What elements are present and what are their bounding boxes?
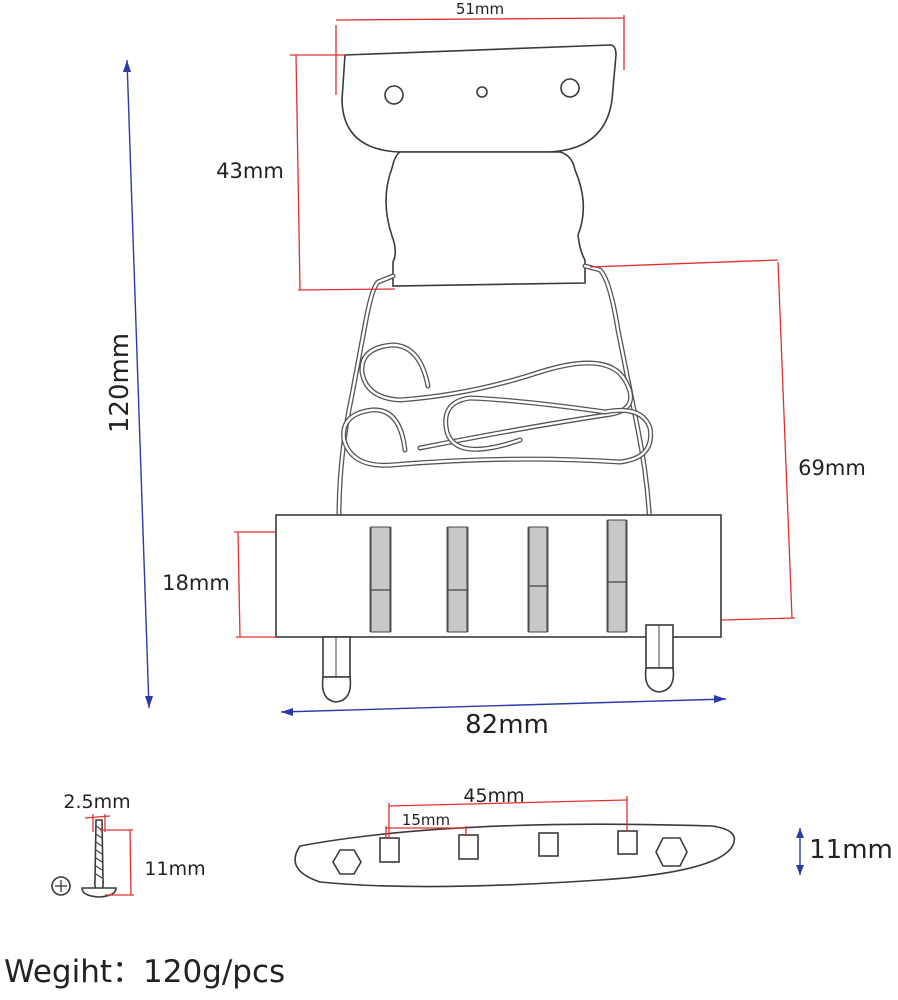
screw: 2.5mm 11mm xyxy=(51,791,206,898)
dim-base-height: 18mm xyxy=(162,531,276,638)
base-block xyxy=(275,514,722,638)
label-top-height: 43mm xyxy=(216,159,284,183)
saddle-1 xyxy=(370,526,391,633)
saddle-4 xyxy=(607,519,627,633)
dim-spring-height: 69mm xyxy=(589,259,866,621)
label-spring-height: 69mm xyxy=(798,456,866,480)
mount-hole-left xyxy=(384,85,404,105)
label-base-height: 18mm xyxy=(162,571,230,595)
weight-label: Wegiht：120g/pcs xyxy=(4,954,285,990)
neck-block xyxy=(385,151,586,287)
hex-nut-left xyxy=(332,849,362,875)
spring-wire xyxy=(336,263,654,531)
top-plate xyxy=(341,44,617,153)
mount-hole-right xyxy=(560,78,580,98)
saddle-3 xyxy=(528,526,548,633)
label-top-width: 51mm xyxy=(456,0,504,18)
label-base-width: 82mm xyxy=(465,710,549,740)
mount-hole-center xyxy=(476,86,488,98)
label-total-length: 120mm xyxy=(105,333,135,433)
label-saddle-span: 45mm xyxy=(463,785,524,807)
side-view-plate: 45mm 15mm 11mm xyxy=(294,785,893,888)
hex-nut-right xyxy=(655,837,688,867)
saddle-2 xyxy=(447,526,468,633)
label-side-height: 11mm xyxy=(809,835,893,865)
dim-base-width: 82mm xyxy=(280,695,727,740)
dim-top-width: 51mm xyxy=(335,0,625,95)
label-screw-diameter: 2.5mm xyxy=(63,791,130,813)
label-screw-length: 11mm xyxy=(144,858,205,880)
label-saddle-pitch: 15mm xyxy=(402,811,450,829)
dim-top-height: 43mm xyxy=(216,54,396,291)
dim-total-length: 120mm xyxy=(105,59,153,709)
legs xyxy=(321,624,675,703)
